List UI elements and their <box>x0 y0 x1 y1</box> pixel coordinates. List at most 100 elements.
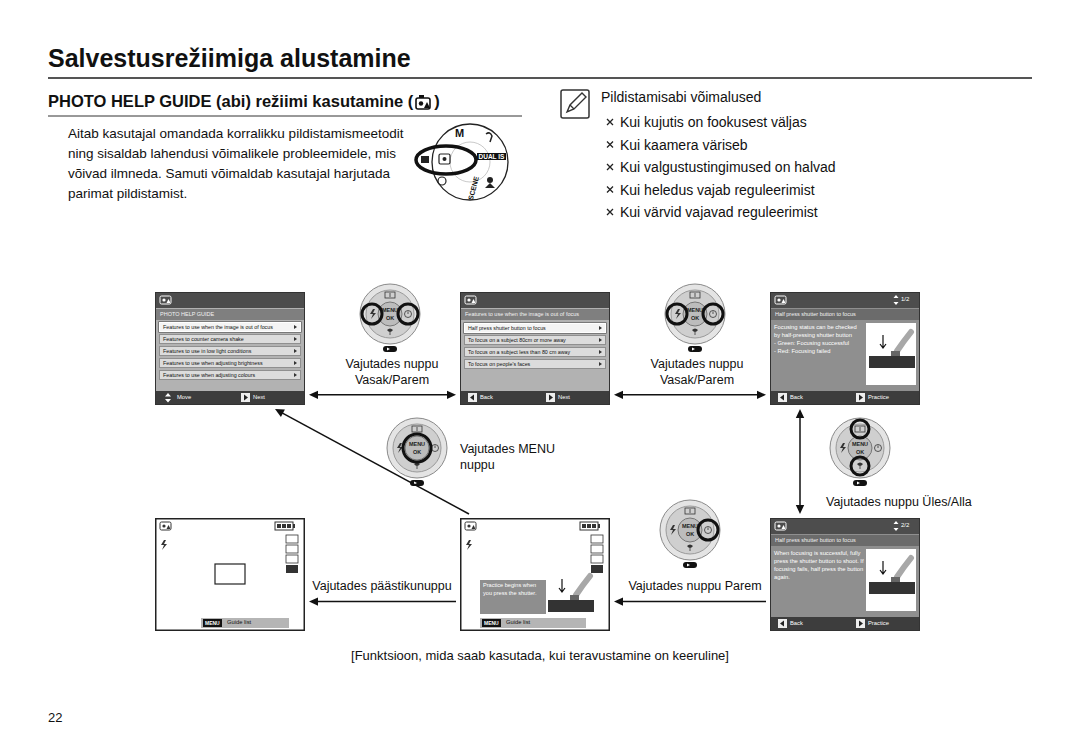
camera-screen: 1/2Half press shutter button to focusFoc… <box>770 292 920 405</box>
screen-text: PHOTO HELP GUIDE <box>160 311 300 317</box>
camera-screen: Practice begins when you press the shutt… <box>460 518 610 631</box>
screen-text: MENU <box>203 619 222 627</box>
button-text: MENU <box>687 307 703 314</box>
screen-text: Features to use when the image is out of… <box>159 322 301 332</box>
screen-graphic <box>155 518 305 631</box>
screen-text: - Red: Focusing failed <box>774 347 864 355</box>
button-text: OK <box>386 315 394 322</box>
flow-arrow <box>309 597 456 605</box>
screen-text-column: Focusing status can be checked by half-p… <box>774 323 864 355</box>
intro-text: Aitab kasutajal omandada korralikku pild… <box>68 124 413 204</box>
camera-screen: PHOTO HELP GUIDE Features to use when the… <box>155 292 305 405</box>
screen-text: MENU <box>482 619 501 627</box>
arrow-head <box>275 409 285 417</box>
button-pad <box>387 418 447 486</box>
arrow-head <box>447 391 456 399</box>
screen-text: Features to use in low light conditions <box>159 346 301 356</box>
mode-dial <box>416 124 508 200</box>
screen-text: Half press shutter button to focus <box>464 323 606 333</box>
button-pad <box>360 284 420 352</box>
arrow-label: Vajutades MENU nuppu <box>460 441 578 473</box>
screen-text: Practice <box>868 620 889 627</box>
flow-arrow <box>309 391 456 399</box>
arrow-line <box>317 394 448 396</box>
screen-text: To focus on a subject less than 80 cm aw… <box>464 347 606 357</box>
screen-text: Half press shutter button to focus <box>775 537 915 543</box>
arrow-head <box>309 391 318 399</box>
dial-mark: DUAL IS <box>477 153 506 160</box>
arrow-head <box>757 391 766 399</box>
page-title: Salvestusrežiimiga alustamine <box>48 44 411 73</box>
page-number: 22 <box>48 710 62 725</box>
flow-arrow <box>275 409 469 514</box>
screen-text: Back <box>790 394 803 401</box>
section-rule <box>48 116 522 117</box>
title-rule <box>48 77 1032 79</box>
screen-text: Features to use when the image is out of… <box>465 311 605 317</box>
bullet-item: Kui valgustustingimused on halvad <box>620 159 836 175</box>
arrow-line <box>799 417 801 506</box>
screen-text: Next <box>558 394 570 401</box>
screen-text-column: When focusing is successful, fully press… <box>774 549 864 581</box>
button-text: MENU <box>409 441 425 448</box>
button-pad <box>665 284 725 352</box>
screen-text: Guide list <box>227 619 251 626</box>
screen-text: To focus on a subject 80cm or more away <box>464 335 606 345</box>
arrow-line <box>282 413 469 514</box>
bullet-item: Kui kaamera väriseb <box>620 137 748 153</box>
button-pad <box>660 500 720 568</box>
button-text: OK <box>686 531 694 538</box>
arrow-head <box>796 409 804 418</box>
screen-text: Practice <box>868 394 889 401</box>
button-text: MENU <box>682 523 698 530</box>
arrow-line <box>622 394 758 396</box>
bullet-item: Kui heledus vajab reguleerimist <box>620 182 815 198</box>
screen-text: Back <box>480 394 493 401</box>
arrow-head <box>796 505 804 514</box>
flow-arrow <box>614 597 766 605</box>
screen-text: Focusing status can be checked by half-p… <box>774 323 864 339</box>
section-heading: ) <box>434 92 440 111</box>
screen-text: Guide list <box>506 619 530 626</box>
screen-text: Move <box>177 394 191 401</box>
camera-screen: 2/2Half press shutter button to focusWhe… <box>770 518 920 631</box>
screen-text: Features to counter camera shake <box>159 334 301 344</box>
section-heading: PHOTO HELP GUIDE (abi) režiimi kasutamin… <box>48 92 413 111</box>
flow-arrow <box>614 391 766 399</box>
screen-text: When focusing is successful, fully press… <box>774 549 864 581</box>
bullet-item: Kui värvid vajavad reguleerimist <box>620 204 818 220</box>
button-text: OK <box>691 315 699 322</box>
flow-arrow <box>796 409 804 514</box>
help-mode-icon <box>415 94 433 112</box>
screen-text: Back <box>790 620 803 627</box>
arrow-head <box>309 597 318 605</box>
screen-text: Practice begins when you press the shutt… <box>483 582 543 597</box>
arrow-head <box>614 597 623 605</box>
button-text: OK <box>856 449 864 456</box>
screen-text: - Green: Focusing successful <box>774 339 864 347</box>
screen-text: Next <box>253 394 265 401</box>
arrow-label: Vajutades nuppu Vasak/Parem <box>336 356 448 388</box>
screen-graphic <box>460 518 610 631</box>
screen-text: Features to use when adjusting brightnes… <box>159 358 301 368</box>
button-pad <box>830 418 890 486</box>
bullet-item: Kui kujutis on fookusest väljas <box>620 114 807 130</box>
dial-mark: M <box>455 127 464 139</box>
button-text: MENU <box>382 307 398 314</box>
button-text: OK <box>413 449 421 456</box>
button-text: MENU <box>852 441 868 448</box>
bullet-marks <box>607 119 613 215</box>
screen-text: To focus on people's faces <box>464 359 606 369</box>
screen-graphic <box>770 518 920 631</box>
camera-screen: MENU Guide list <box>155 518 305 631</box>
arrow-label: Vajutades päästikunuppu <box>312 578 451 594</box>
arrow-head <box>614 391 623 399</box>
screen-text: Features to use when adjusting colours <box>159 370 301 380</box>
screen-text: 1/2 <box>901 296 909 303</box>
arrow-label: Vajutades nuppu Vasak/Parem <box>641 356 753 388</box>
arrow-label: Vajutades nuppu Parem <box>628 578 761 594</box>
note-icon <box>561 90 589 118</box>
screen-text: Half press shutter button to focus <box>775 311 915 317</box>
screen-text: 2/2 <box>901 522 909 529</box>
